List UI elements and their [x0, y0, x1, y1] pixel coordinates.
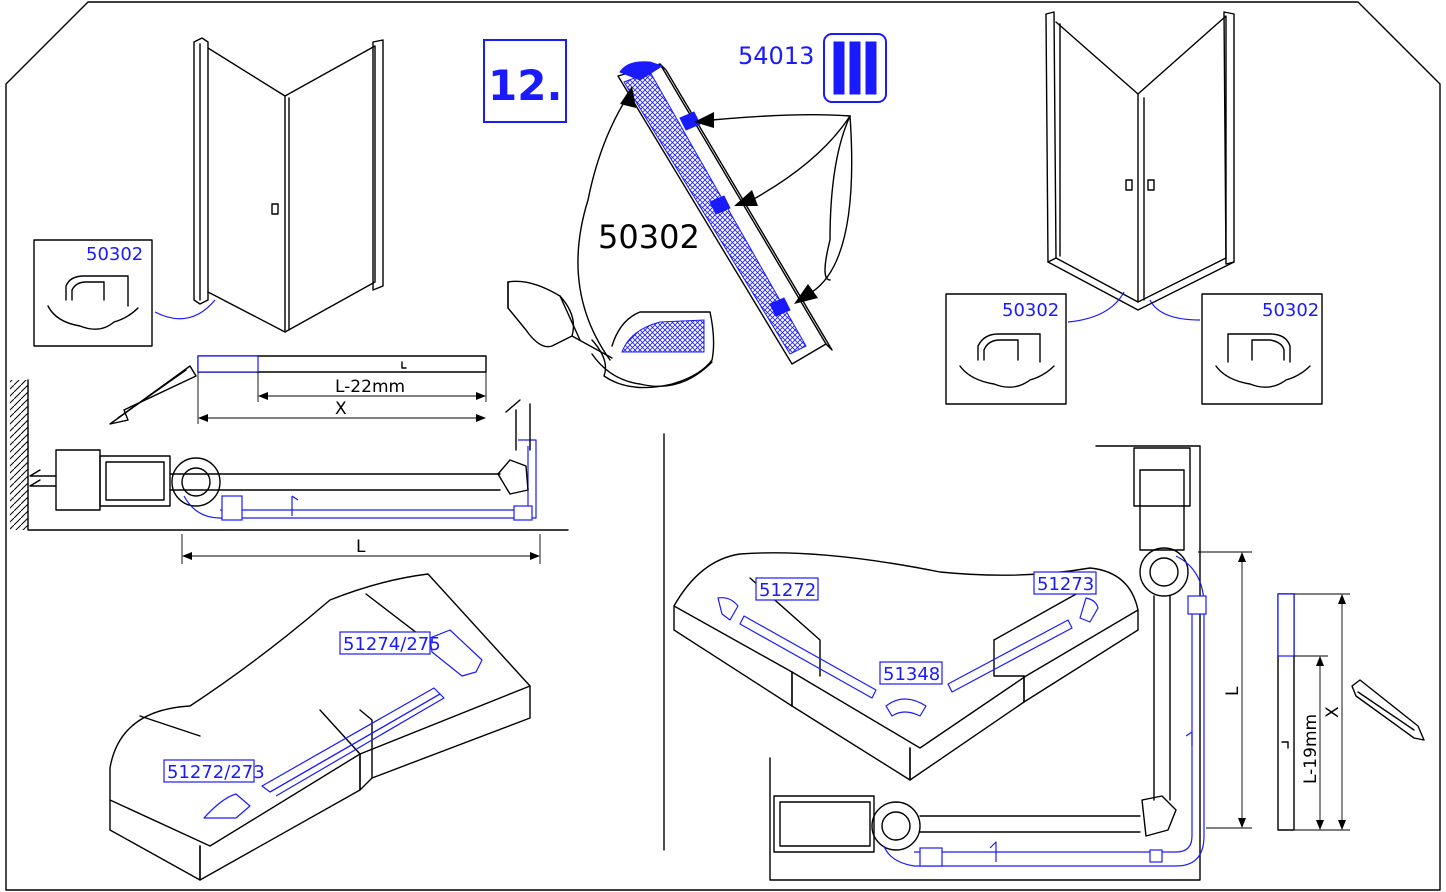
plan-view-right — [769, 445, 1207, 881]
saw-icon-right — [1351, 679, 1425, 741]
shower-door-left — [193, 37, 384, 333]
label-51272-273: 51272/273 — [163, 759, 265, 783]
dim-left-l-label: L — [356, 537, 366, 557]
tray-left — [109, 573, 531, 881]
inset-right-b: 50302 — [1201, 293, 1323, 405]
dim-left-cut: L-22mm — [257, 372, 487, 402]
seal-strip-label: 54013 — [738, 42, 814, 70]
dim-left-x: X — [197, 372, 486, 424]
svg-text:X: X — [1323, 706, 1343, 718]
step-badge: 12. — [483, 39, 567, 123]
svg-text:L-19mm: L-19mm — [1301, 714, 1321, 784]
svg-text:51273: 51273 — [1037, 574, 1094, 595]
plan-view-left — [10, 379, 569, 531]
dim-left-l: L — [181, 534, 541, 564]
dim-left-cut-label: L-22mm — [335, 377, 405, 397]
svg-text:50302: 50302 — [1262, 300, 1319, 321]
svg-text:51272/273: 51272/273 — [167, 762, 265, 783]
label-51273: 51273 — [1033, 571, 1097, 595]
profile-main-label: 50302 — [598, 218, 700, 256]
cut-profile-right — [1277, 593, 1295, 831]
profile-center — [617, 61, 833, 365]
dim-right-l: L — [1198, 551, 1252, 829]
shower-corner-right — [1045, 11, 1235, 311]
profile-callout — [507, 86, 715, 389]
dim-left-x-label: X — [335, 399, 347, 419]
label-51272: 51272 — [755, 577, 819, 601]
svg-text:51348: 51348 — [883, 664, 940, 685]
label-51274: 51274/275 — [339, 631, 441, 655]
inset-left: 50302 — [33, 239, 153, 347]
inset-right-a: 50302 — [945, 293, 1067, 405]
dim-right-x: X — [1294, 593, 1350, 831]
svg-text:50302: 50302 — [1002, 300, 1059, 321]
dim-right-cut: L-19mm — [1294, 655, 1328, 830]
saw-icon-left — [109, 365, 197, 425]
inset-left-label: 50302 — [86, 244, 143, 265]
svg-text:51274/275: 51274/275 — [343, 634, 441, 655]
svg-text:L: L — [1223, 686, 1243, 696]
svg-text:51272: 51272 — [759, 580, 816, 601]
seal-strip-icon: 54013 — [738, 33, 887, 103]
step-number: 12. — [488, 61, 562, 110]
seal-arrows — [694, 112, 853, 304]
cut-profile-left — [197, 355, 487, 373]
page-frame — [5, 1, 1441, 891]
label-51348: 51348 — [879, 661, 943, 685]
